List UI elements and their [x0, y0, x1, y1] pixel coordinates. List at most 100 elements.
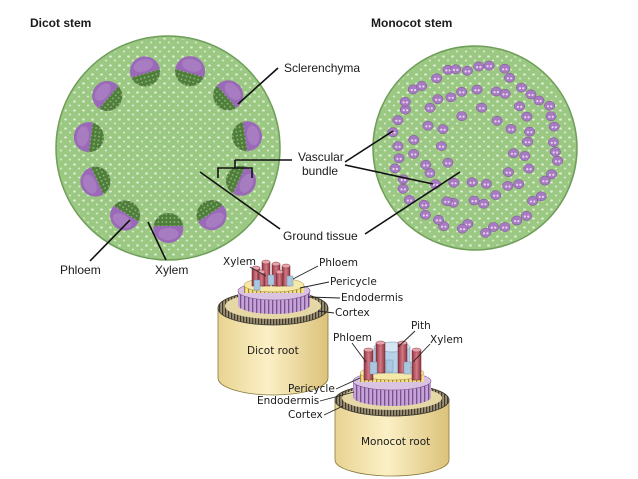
monocot-vascular-bundle — [420, 210, 430, 219]
monocot-vascular-bundle — [457, 87, 467, 96]
monocot-vascular-bundle — [443, 158, 453, 167]
monocot-vascular-bundle — [522, 137, 532, 146]
monocot-vascular-bundle — [432, 74, 442, 83]
dicot-root-vascular-cylinder — [252, 260, 293, 290]
monocot-root-phloem-column — [386, 360, 393, 372]
monocot-vascular-bundle — [481, 228, 491, 237]
sclerenchyma-label: Sclerenchyma — [284, 61, 360, 75]
monocot-vascular-bundle — [534, 96, 544, 105]
monocot-vascular-bundle — [467, 178, 477, 187]
monocot-vascular-bundle — [540, 176, 550, 185]
monocot-vascular-bundle — [521, 211, 531, 220]
monocot-vascular-bundle — [508, 149, 518, 158]
monocot-vascular-bundle — [544, 101, 554, 110]
monocot-root: Monocot root — [335, 341, 449, 476]
monocot-vascular-bundle — [462, 66, 472, 75]
monocot-vascular-bundle — [512, 216, 522, 225]
monocot-vascular-bundle — [524, 164, 534, 173]
monocot-vascular-bundle — [506, 124, 516, 133]
monocot-vascular-bundle — [400, 97, 410, 106]
monocot-vascular-bundle — [552, 156, 562, 165]
monocot-vascular-bundle — [449, 178, 459, 187]
monocot-vascular-bundle — [425, 103, 435, 112]
monocot-root-xylem-column — [376, 343, 385, 373]
monocot-vascular-bundle — [484, 61, 494, 70]
monocot-vascular-bundle — [476, 103, 486, 112]
monocot-root-title: Monocot root — [361, 436, 430, 448]
monocot-vascular-bundle — [419, 200, 429, 209]
dicot-stem — [56, 36, 280, 260]
monocot-vascular-bundle — [390, 164, 400, 173]
monocot-vascular-bundle — [549, 122, 559, 131]
monocot-vascular-bundle — [492, 116, 502, 125]
monocot-vascular-bundle — [503, 168, 513, 177]
dicot-phloem-label: Phloem — [319, 257, 358, 269]
monocot-vascular-bundle — [522, 112, 532, 121]
xylem-label: Xylem — [155, 263, 188, 277]
dicot-endodermis-label: Endodermis — [341, 292, 403, 304]
monocot-vascular-bundle — [491, 191, 501, 200]
monocot-vascular-bundle — [500, 222, 510, 231]
monocot-vascular-bundle — [450, 65, 460, 74]
monocot-vascular-bundle — [409, 149, 419, 158]
monocot-vascular-bundle — [446, 93, 456, 102]
monocot-vascular-bundle — [417, 81, 427, 90]
monocot-endodermis-label: Endodermis — [257, 395, 319, 407]
monocot-vascular-bundle — [548, 138, 558, 147]
dicot-stem-title: Dicot stem — [30, 16, 91, 30]
monocot-vascular-bundle — [423, 121, 433, 130]
monocot-vascular-bundle — [436, 142, 446, 151]
dicot-cortex-label: Cortex — [335, 307, 370, 319]
monocot-vascular-bundle — [550, 147, 560, 156]
monocot-vascular-bundle — [393, 142, 403, 151]
vascular-label-line2: bundle — [302, 164, 338, 178]
dicot-vascular-bundle — [153, 213, 183, 243]
monocot-vascular-bundle — [409, 135, 419, 144]
monocot-vascular-bundle — [527, 196, 537, 205]
monocot-vascular-bundle — [438, 125, 448, 134]
monocot-vascular-bundle — [546, 112, 556, 121]
monocot-vascular-bundle — [393, 116, 403, 125]
monocot-vascular-bundle — [457, 112, 467, 121]
monocot-vascular-bundle — [442, 197, 452, 206]
monocot-vascular-bundle — [421, 160, 431, 169]
monocot-vascular-bundle — [433, 215, 443, 224]
monocot-vascular-bundle — [481, 179, 491, 188]
monocot-vascular-bundle — [479, 199, 489, 208]
monocot-pith-label: Pith — [411, 320, 431, 332]
monocot-stem-ground-cells — [375, 48, 575, 248]
vascular-label-line1: Vascular — [298, 150, 344, 164]
monocot-xylem-label: Xylem — [430, 334, 463, 346]
monocot-stem-title: Monocot stem — [371, 16, 452, 30]
monocot-vascular-bundle — [394, 154, 404, 163]
monocot-vascular-bundle — [503, 181, 513, 190]
monocot-vascular-bundle — [524, 127, 534, 136]
monocot-vascular-bundle — [474, 62, 484, 71]
monocot-vascular-bundle — [457, 224, 467, 233]
dicot-root: Dicot root — [218, 260, 328, 395]
monocot-vascular-bundle — [514, 180, 524, 189]
dicot-root-phloem-patch — [254, 280, 260, 290]
monocot-vascular-bundle — [516, 83, 526, 92]
dicot-xylem-label: Xylem — [223, 256, 256, 268]
monocot-stem — [373, 46, 577, 250]
monocot-root-phloem-column — [370, 362, 377, 374]
monocot-vascular-bundle — [425, 168, 435, 177]
monocot-pericycle-label: Pericycle — [288, 383, 335, 395]
monocot-vascular-bundle — [433, 95, 443, 104]
monocot-vascular-bundle — [504, 73, 514, 82]
phloem-label: Phloem — [60, 263, 101, 277]
dicot-root-phloem-patch — [268, 275, 274, 285]
monocot-phloem-label: Phloem — [333, 332, 372, 344]
monocot-vascular-bundle — [500, 64, 510, 73]
ground-tissue-label: Ground tissue — [283, 229, 358, 243]
dicot-root-phloem-patch — [287, 276, 293, 286]
monocot-cortex-label: Cortex — [288, 409, 323, 421]
monocot-vascular-bundle — [514, 102, 524, 111]
monocot-vascular-bundle — [500, 89, 510, 98]
monocot-vascular-bundle — [398, 184, 408, 193]
monocot-vascular-bundle — [472, 85, 482, 94]
monocot-vascular-bundle — [520, 151, 530, 160]
monocot-root-phloem-column — [404, 362, 411, 374]
dicot-root-title: Dicot root — [247, 345, 299, 357]
